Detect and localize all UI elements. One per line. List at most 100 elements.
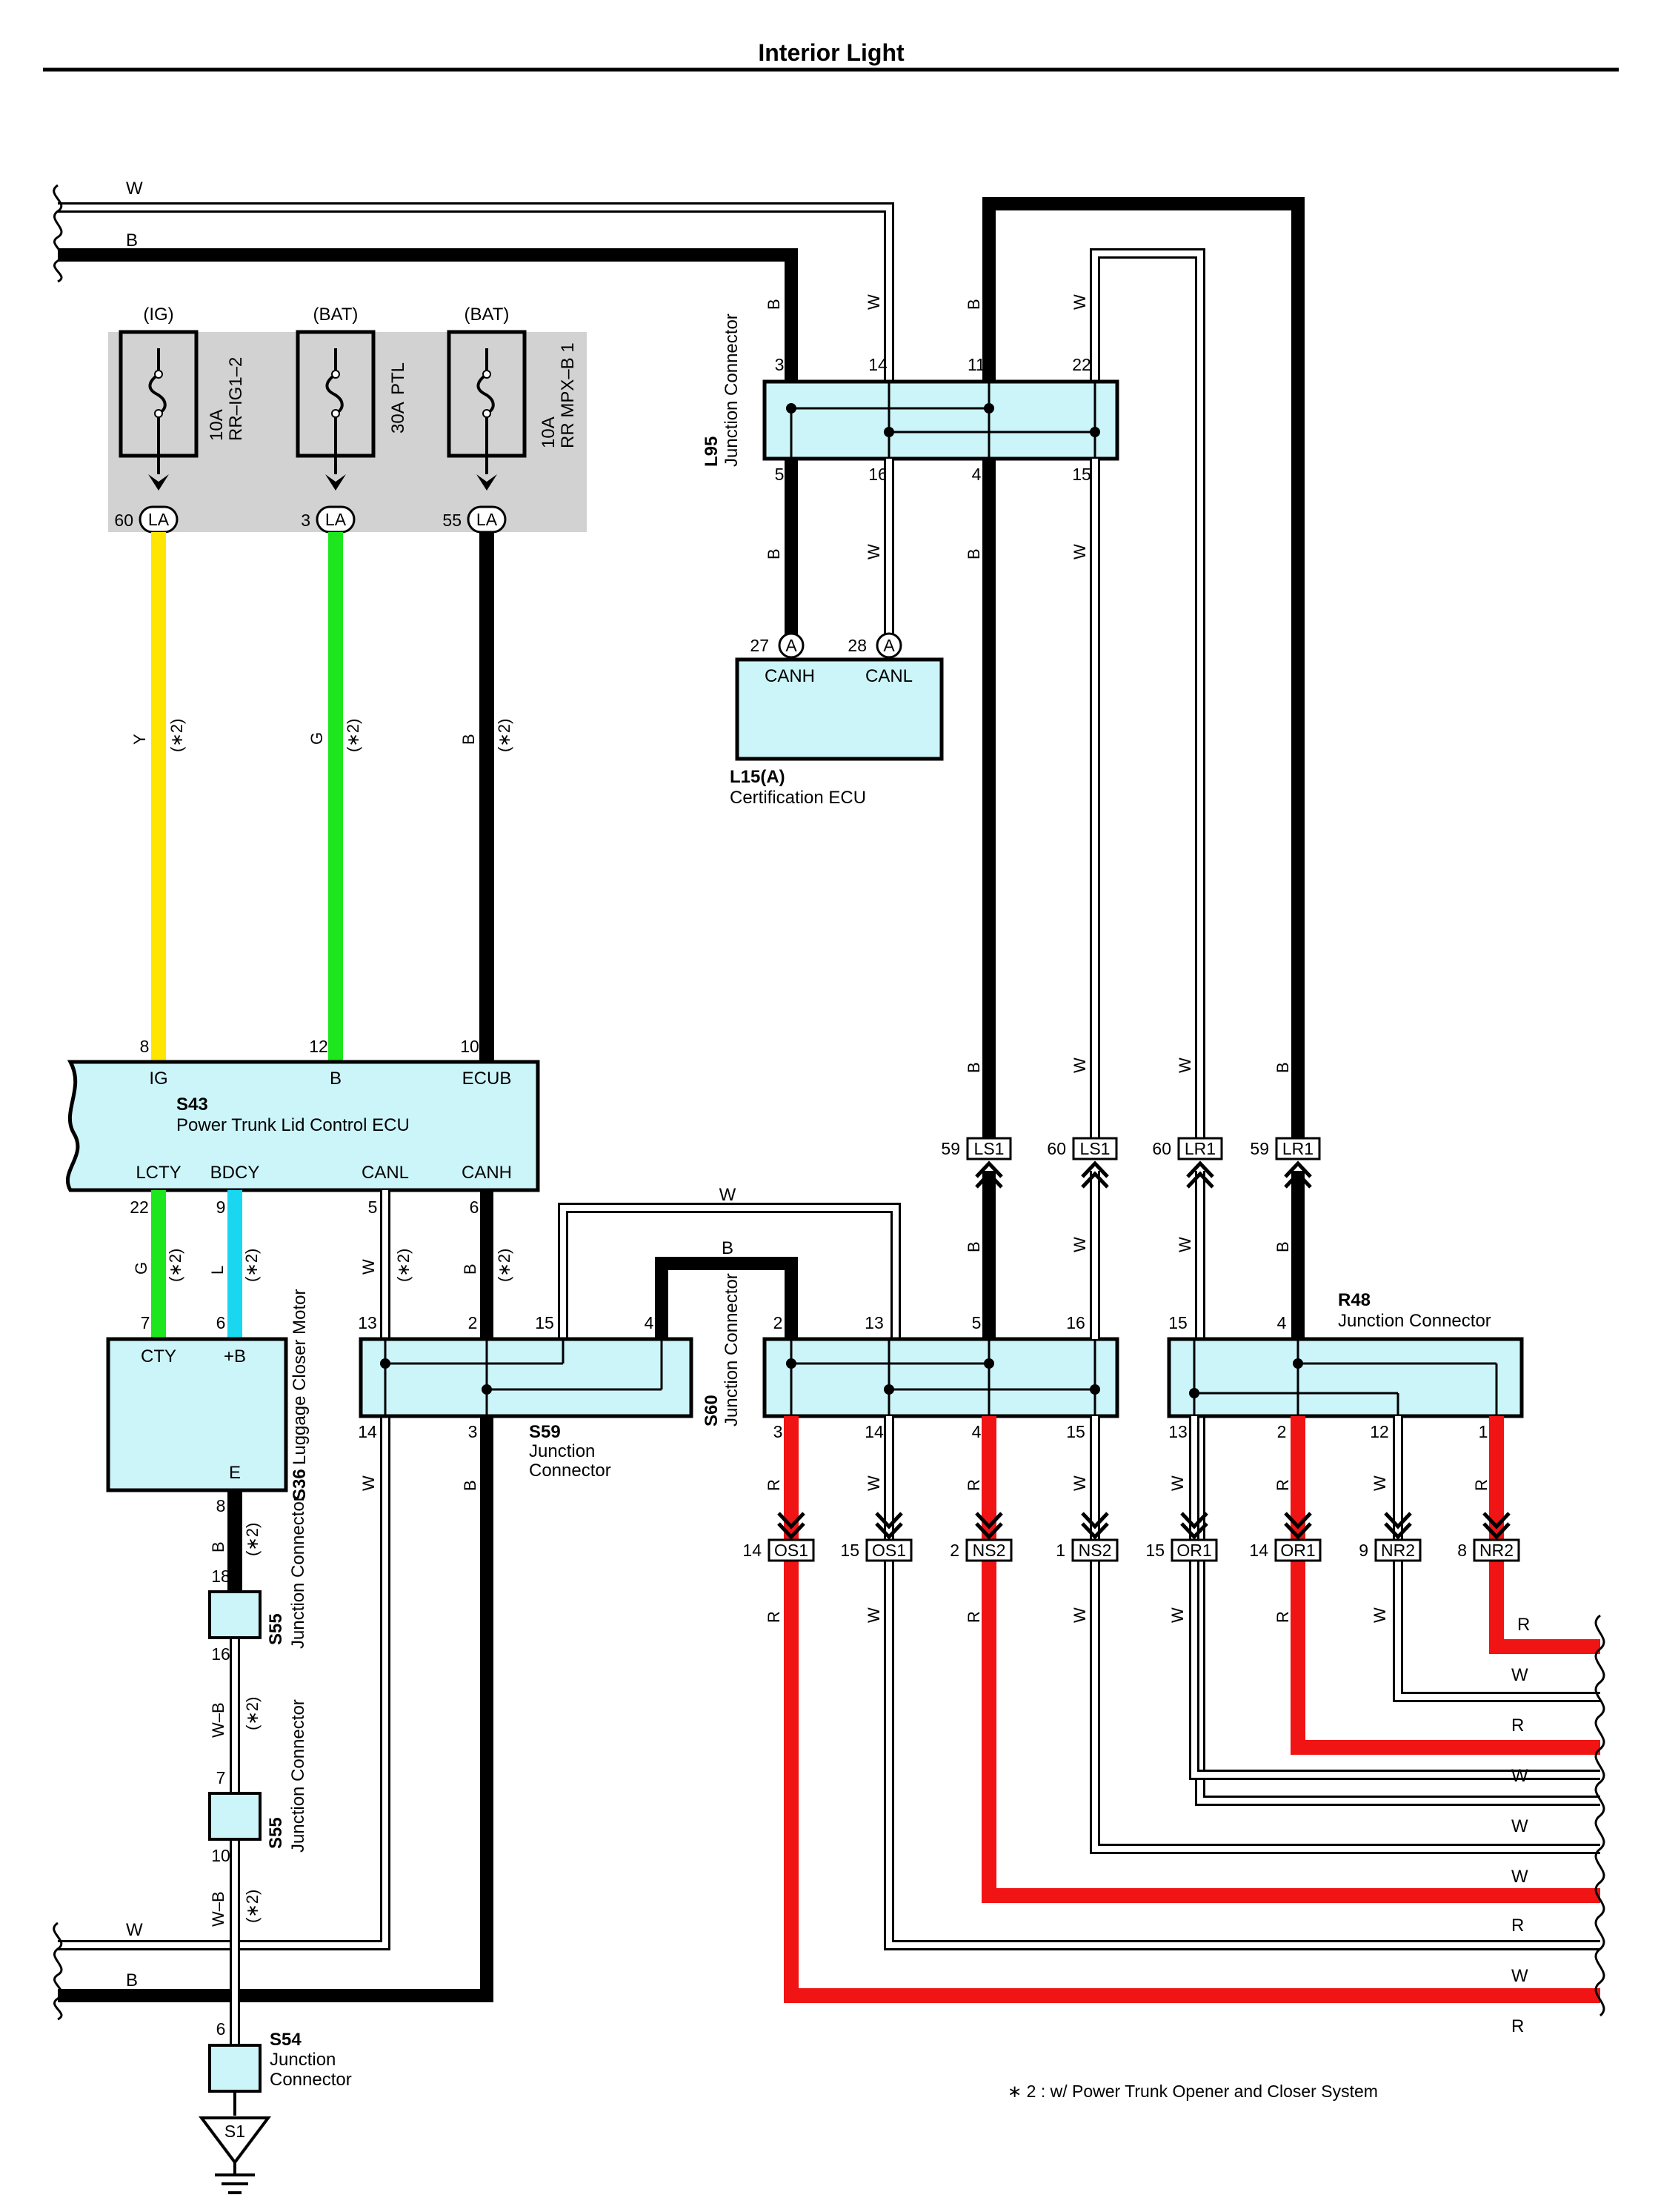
fuse-rating-1: 10A [207, 409, 227, 441]
l15-pin-1: 27 [750, 636, 769, 655]
svg-text:LS1: LS1 [1080, 1139, 1111, 1158]
wire-s59-s60-b [655, 1257, 798, 1339]
s60-top-pin-4: 16 [1066, 1313, 1085, 1332]
l95-top-pin-3: 11 [968, 355, 985, 374]
fuse-source-2: (BAT) [313, 305, 359, 325]
s59-id: S59 [529, 1422, 561, 1442]
s36-pin-2: 6 [216, 1313, 226, 1332]
s43-bottom-pin-4: 6 [470, 1198, 479, 1217]
fuse-wire-note-1: (∗2) [167, 719, 186, 752]
svg-text:S55: S55 [266, 1817, 286, 1849]
s60-bottom-color-2: W [865, 1475, 883, 1491]
l95-top-pin-2: 14 [868, 355, 888, 374]
svg-text:59: 59 [1250, 1139, 1269, 1158]
fuse-name-3: RR MPX–B 1 [558, 342, 578, 448]
s43-wire-note-4: (∗2) [495, 1249, 513, 1282]
up-wire-color-3b: W [1176, 1237, 1194, 1252]
l15-desc: Certification ECU [730, 788, 866, 808]
l95-top-color-3: B [965, 299, 983, 310]
s36-term-b: +B [224, 1346, 246, 1366]
svg-text:60: 60 [1047, 1139, 1066, 1158]
fuse-name-1: RR–IG1–2 [226, 357, 246, 441]
wire-s59-w-top [558, 1203, 901, 1339]
s43-term-ecub: ECUB [462, 1069, 512, 1089]
s60-desc: Junction Connector [722, 1273, 742, 1426]
svg-text:R: R [1511, 1916, 1524, 1936]
s43-top-pin-1: 8 [140, 1037, 150, 1056]
fuse-ptl [296, 330, 376, 491]
down-wire-color-2: W [865, 1607, 883, 1623]
svg-text:R: R [1511, 2016, 1524, 2036]
svg-text:NR2: NR2 [1479, 1541, 1514, 1560]
down-connector-nr2-w: NR2 9 [1359, 1512, 1422, 1562]
fuse-rr-mpx-b1 [447, 330, 527, 491]
s59-top-pin-3: 15 [535, 1313, 554, 1332]
s60-bottom-pin-4: 15 [1066, 1422, 1085, 1441]
s36-luggage-closer-motor: 7 6 CTY +B E 8 S36 Luggage Closer Motor [106, 1289, 310, 1515]
svg-text:6: 6 [216, 2019, 226, 2039]
svg-text:8: 8 [1457, 1541, 1467, 1560]
l95-bottom-color-3: B [965, 548, 983, 559]
l15-term-canl: CANL [865, 666, 913, 686]
r48-junction-connector: 15 4 R48 Junction Connector 13 2 12 1 W … [1167, 1290, 1524, 1491]
svg-text:W: W [1511, 1665, 1528, 1685]
fuse-name-2: PTL [388, 362, 408, 395]
s43-bottom-pin-1: 22 [130, 1198, 149, 1217]
s59-desc-2: Connector [529, 1461, 611, 1481]
ground-s1-triangle [199, 2116, 271, 2165]
svg-text:NS2: NS2 [973, 1541, 1006, 1560]
s59-top-pin-4: 4 [645, 1313, 654, 1332]
page-title: Interior Light [758, 39, 905, 66]
svg-text:B: B [126, 1970, 138, 1990]
s43-top-pin-3: 10 [460, 1037, 479, 1056]
l95-desc: Junction Connector [722, 313, 742, 467]
fuse-pin-1: 60 [114, 511, 133, 530]
l95-bottom-pin-3: 4 [972, 465, 982, 484]
l95-id: L95 [702, 436, 722, 467]
fuse-wire-note-3: (∗2) [495, 719, 513, 752]
down-wire-color-4: W [1071, 1607, 1089, 1623]
up-wire-color-2b: W [1071, 1237, 1089, 1252]
s59-top-pin-1: 13 [358, 1313, 377, 1332]
fuse-rating-2: 30A [388, 402, 408, 434]
up-connector-lr1-b: LR1 59 [1250, 1137, 1321, 1189]
down-wire-color-3: R [965, 1611, 983, 1623]
up-wire-color-4b: B [1274, 1241, 1292, 1252]
wire-canh-b [58, 1190, 493, 2002]
l95-junction-connector: 3 14 11 22 5 16 4 15 L95 Junction Connec… [702, 197, 1305, 1141]
fuse-conn-3: LA [476, 510, 498, 529]
s54-box [208, 2044, 262, 2093]
l95-bottom-pin-1: 5 [775, 465, 785, 484]
mid-label-b: B [722, 1238, 733, 1258]
r48-bottom-pin-2: 2 [1277, 1422, 1287, 1441]
l15-conn-1: A [785, 636, 797, 655]
s60-top-pin-2: 13 [865, 1313, 884, 1332]
s43-wire-color-1: G [132, 1262, 150, 1275]
l15-pin-2: 28 [848, 636, 867, 655]
svg-text:7: 7 [216, 1768, 226, 1787]
svg-text:LR1: LR1 [1185, 1139, 1216, 1158]
svg-text:59: 59 [941, 1139, 960, 1158]
s36-ground-pin: 8 [216, 1496, 226, 1515]
s59-junction-connector: 13 2 15 4 14 3 S59 Junction Connector W … [358, 1313, 693, 1491]
s59-top-pin-2: 2 [468, 1313, 478, 1332]
svg-text:60: 60 [1152, 1139, 1171, 1158]
fuse-wire-color-2: G [307, 732, 326, 745]
fuse-panel: (IG) (BAT) (BAT) 10A RR–IG1–2 30A PTL 10… [108, 305, 587, 534]
svg-text:W–B: W–B [209, 1702, 227, 1738]
ground-chain: B (∗2) 18 16 S55 Junction Connector W–B … [199, 1490, 352, 2194]
s43-wire-note-2: (∗2) [242, 1249, 261, 1282]
mid-label-w: W [719, 1185, 736, 1205]
svg-text:B: B [209, 1541, 227, 1552]
r48-bottom-color-3: W [1371, 1475, 1389, 1491]
svg-text:OR1: OR1 [1176, 1541, 1211, 1560]
svg-text:15: 15 [840, 1541, 859, 1560]
svg-text:2: 2 [950, 1541, 959, 1560]
left-exit-label-1: W [126, 179, 143, 199]
s36-id: S36 [290, 1469, 310, 1501]
l95-top-color-1: B [765, 299, 783, 310]
svg-text:W: W [1511, 1867, 1528, 1887]
left-exit-label-2: B [126, 230, 138, 250]
fuse-rr-ig1-2 [119, 330, 199, 491]
l15-conn-2: A [883, 636, 895, 655]
